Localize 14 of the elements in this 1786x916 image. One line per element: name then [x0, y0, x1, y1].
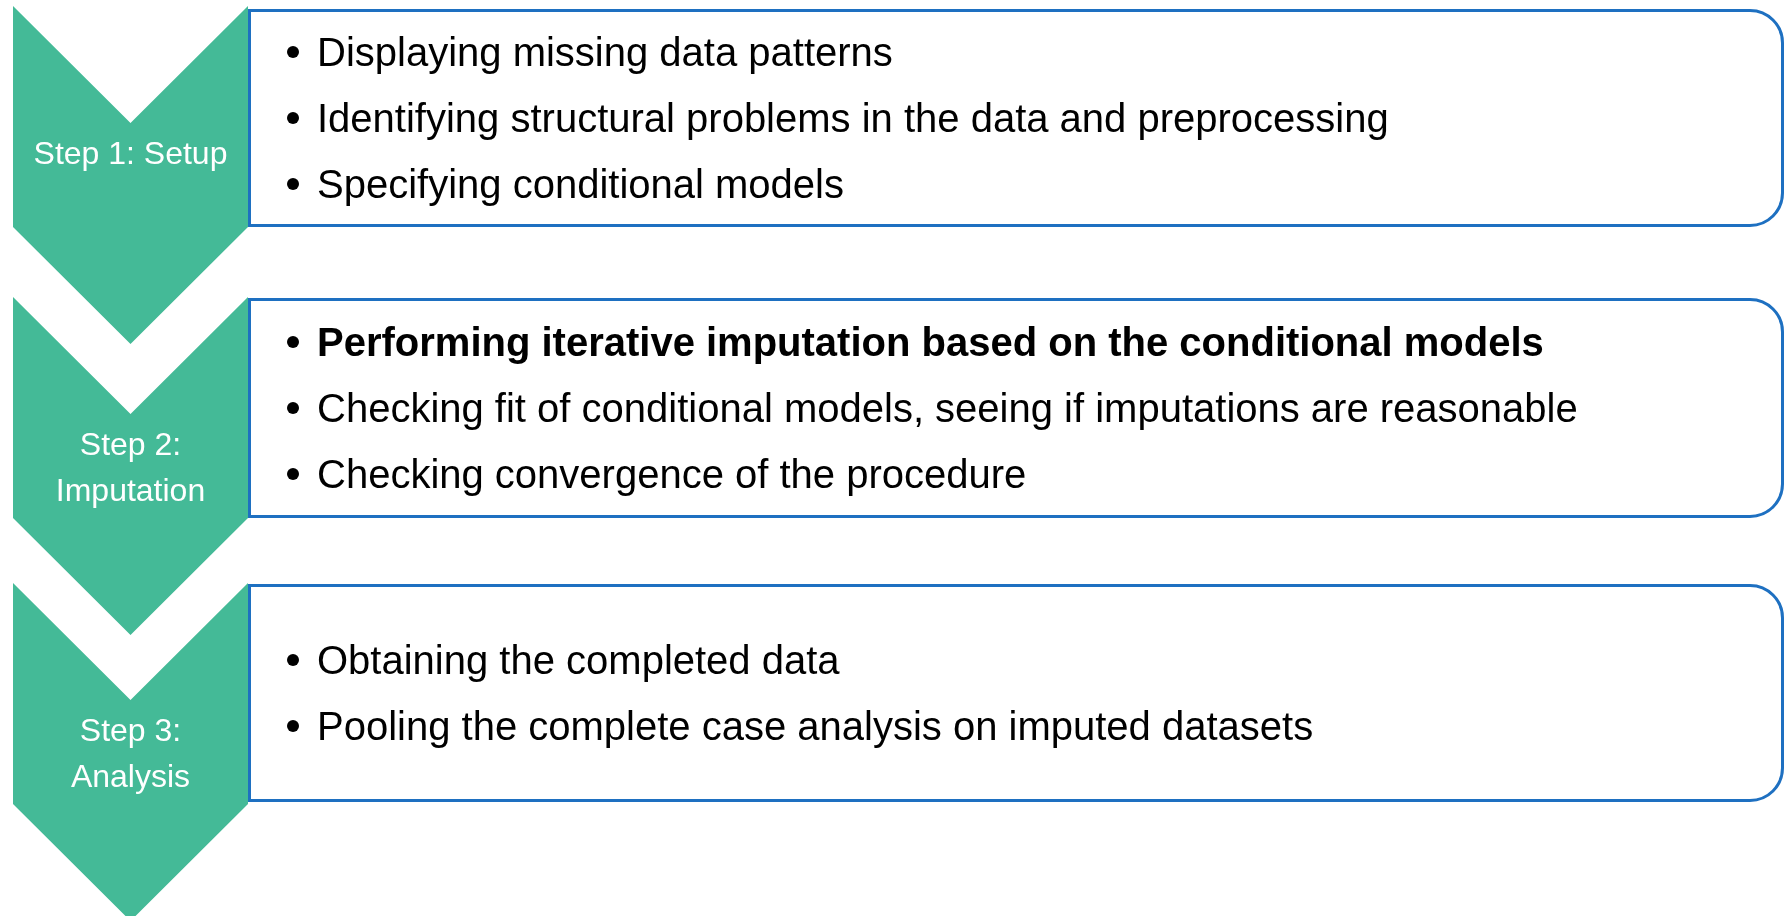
bullet-text: Obtaining the completed data	[317, 638, 840, 682]
step-label: Step 3: Analysis	[69, 711, 192, 796]
step-label: Step 1: Setup	[33, 134, 228, 173]
bullet-text: Specifying conditional models	[317, 162, 844, 206]
bullet-text: Pooling the complete case analysis on imputed datasets	[317, 704, 1314, 748]
bullet-text: Checking convergence of the procedure	[317, 452, 1027, 496]
bullet-text: Checking fit of conditional models, seeing if imputations are reasonable	[317, 386, 1578, 430]
bullet-text: Performing iterative imputation based on the conditional models	[317, 320, 1544, 364]
step-detail-box	[248, 584, 1784, 802]
bullet-text: Identifying structural problems in the data and preprocessing	[317, 96, 1389, 140]
bullet-text: Displaying missing data patterns	[317, 30, 893, 74]
step-label: Step 2: Imputation	[54, 425, 207, 510]
step-detail-box	[248, 298, 1784, 518]
step-detail-box	[248, 9, 1784, 227]
